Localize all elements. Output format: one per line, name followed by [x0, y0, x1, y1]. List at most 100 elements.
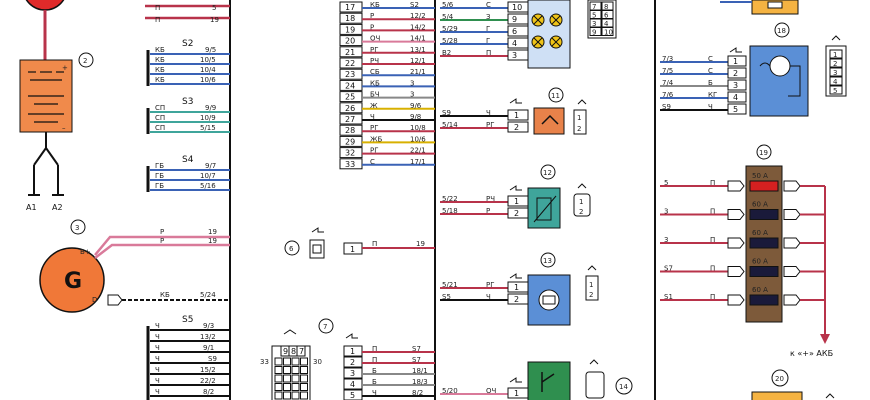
fuse-wire-letter: П — [710, 179, 715, 187]
ground-label-a2: A2 — [52, 203, 63, 212]
splice-s3 — [146, 108, 230, 134]
s5-row7-letter: Ч — [155, 388, 160, 396]
block7-side-30: 30 — [313, 358, 322, 366]
center-wire-ref: 10/6 — [410, 135, 426, 143]
lamp-wire-letter: З — [486, 13, 491, 21]
center-wire-letter: Р — [370, 12, 374, 20]
s5-row1-letter: Ч — [155, 322, 160, 330]
s5-row6-ref: 22/2 — [200, 377, 216, 385]
motor18-wire-ref: S9 — [662, 103, 671, 111]
motor13Rows-pin: 2 — [514, 295, 519, 304]
fuse-wire-letter: П — [710, 236, 715, 244]
motor18-pin-box — [727, 55, 747, 67]
center-pin-number: 18 — [345, 14, 355, 23]
center-wire-ref: 9/6 — [410, 102, 422, 110]
top-right-component-inner — [767, 1, 783, 9]
lamp-connector-cell-label: 7 — [592, 3, 596, 11]
gen-wire3-ref: 5/24 — [200, 291, 216, 299]
lamp-wire-letter: П — [486, 49, 491, 57]
lamp-connector-cell-label: 10 — [604, 29, 613, 37]
top-wire-2-ref: 19 — [210, 16, 219, 24]
fuseblock19-number-badge — [756, 144, 772, 160]
center-pin-number: 25 — [345, 93, 355, 102]
comp20-body — [751, 391, 803, 400]
s4-row1-ref: 9/7 — [205, 162, 216, 170]
sensor12-symbol-slash — [533, 195, 557, 223]
relay11Rows-ref: S9 — [442, 109, 451, 117]
center-wire-letter: РГ — [370, 147, 379, 155]
relay14-symbol — [541, 372, 555, 392]
gen-wire2-letter: Р — [160, 237, 164, 245]
motor18-symbol — [769, 55, 791, 77]
gen-wire2-ref: 19 — [208, 237, 217, 245]
lamp-pin-box — [507, 49, 529, 61]
relay11Rows-pin-box — [507, 109, 529, 121]
relay14Rows-ref: 5/20 — [442, 387, 458, 395]
motor13-plug-pin2: 2 — [589, 291, 593, 299]
block7-wire-ref: S7 — [412, 356, 421, 364]
motor13-plug — [585, 275, 599, 301]
block7-grid-cell — [283, 383, 291, 391]
block7-pin-number: 4 — [350, 380, 355, 389]
block7-wire-ref: 18/3 — [412, 378, 428, 386]
center-wire-letter: РГ — [370, 46, 379, 54]
relay11Rows-pin: 2 — [514, 123, 519, 132]
s2-row3-letter: КБ — [155, 66, 165, 74]
fuse-connector — [727, 266, 745, 277]
center-wire-ref: 12/2 — [410, 12, 426, 20]
comp20-number-badge — [771, 369, 789, 387]
sensor12Rows-pin: 1 — [514, 197, 519, 206]
center-wire-ref: 21/1 — [410, 68, 426, 76]
center-pin-number: 28 — [345, 126, 355, 135]
block7-wire-letter: П — [372, 345, 377, 353]
sensor12-plug — [573, 193, 591, 217]
sensor12-number-badge — [540, 164, 556, 180]
center-pin-number: 24 — [345, 81, 355, 90]
s3-row3-ref: 5/15 — [200, 124, 216, 132]
fuse-element — [749, 294, 779, 306]
block7-grid-cell — [283, 366, 291, 374]
center-wire-ref: 13/1 — [410, 46, 426, 54]
s2-row1-ref: 9/5 — [205, 46, 216, 54]
center-wire-letter: ЖБ — [370, 135, 383, 143]
block7-wire-ref: S7 — [412, 345, 421, 353]
fuse-rating: 60 А — [752, 201, 768, 209]
fuse-connector-out — [783, 180, 801, 192]
lamp-wire-ref: 5/4 — [442, 13, 454, 21]
s2-row2-ref: 10/5 — [200, 56, 216, 64]
lamp-wire-letter: С — [486, 1, 491, 9]
lamp-wire-ref: 5/28 — [442, 37, 458, 45]
center-pin-number: 26 — [345, 104, 355, 113]
relay14Rows-pin: 1 — [514, 389, 519, 398]
s5-row4-ref: S9 — [208, 355, 217, 363]
motor13Rows-pin: 1 — [514, 283, 519, 292]
block7-grid-cell — [300, 391, 308, 400]
lamp-pin-box — [507, 25, 529, 37]
block7-grid-cell — [300, 383, 308, 391]
sensor12Rows-pin-box — [507, 207, 529, 219]
center-wire-ref: 14/1 — [410, 35, 426, 43]
lamp-connector-cell — [601, 27, 614, 36]
s2-row4-letter: КБ — [155, 76, 165, 84]
center-pin-number: 22 — [345, 59, 355, 68]
motor13-plug-icon — [587, 265, 597, 271]
lamp-pin-box — [507, 13, 529, 25]
battery-arrow-icon — [820, 334, 830, 344]
ground-label-a1: A1 — [26, 203, 37, 212]
generator-body — [39, 247, 105, 313]
splice-s2 — [146, 50, 230, 86]
lamp-wire-ref: 5/29 — [442, 25, 458, 33]
s5-row5-letter: Ч — [155, 366, 160, 374]
motor18-pin-box — [727, 67, 747, 79]
lamp-panel — [527, 0, 571, 69]
s3-row2-ref: 10/9 — [200, 114, 216, 122]
fuse-connector — [727, 294, 745, 306]
motor13Rows-letter: Ч — [486, 293, 491, 301]
motor18-number-badge — [774, 22, 790, 38]
motor13Rows-pin-box — [507, 281, 529, 293]
